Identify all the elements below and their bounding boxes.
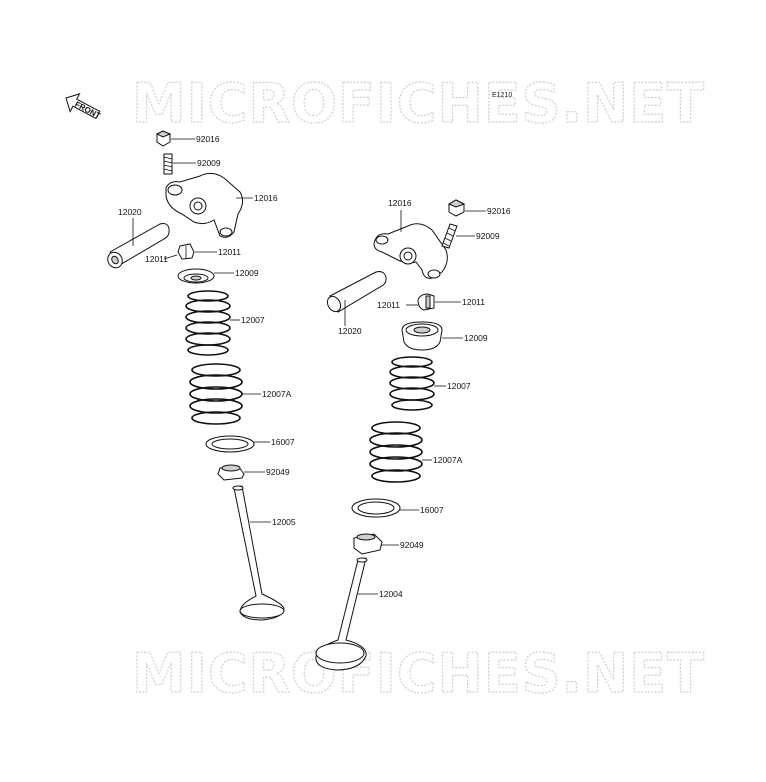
label-right-seat: 16007	[420, 505, 444, 515]
label-right-keeper-right: 12011	[462, 297, 485, 307]
front-arrow-icon: FRONT	[65, 93, 102, 121]
label-left-seal: 92049	[266, 467, 290, 477]
label-right-rocker-arm: 12016	[388, 198, 412, 208]
label-left-seat: 16007	[271, 437, 295, 447]
label-left-stud: 92009	[197, 158, 221, 168]
right-nut	[447, 199, 486, 217]
left-valve	[232, 485, 285, 621]
right-shaft	[326, 271, 387, 326]
label-right-retainer: 12009	[464, 333, 488, 343]
left-inner-spring	[185, 290, 240, 356]
left-seat	[205, 435, 270, 453]
right-valve	[315, 557, 378, 671]
left-shaft	[107, 218, 170, 269]
label-right-nut: 92016	[487, 206, 511, 216]
left-rocker-arm	[165, 172, 253, 238]
right-keepers	[406, 293, 461, 311]
watermark-bottom: MICROFICHES.NET	[132, 642, 705, 705]
left-assembly: 92016 92009 12016 12020	[107, 130, 296, 621]
label-left-adjuster-2: 12011	[218, 247, 241, 257]
label-left-inner-spring: 12007	[241, 315, 265, 325]
right-assembly: 12016 92016 92009 12020 12011	[315, 198, 511, 671]
right-rocker-arm	[373, 210, 448, 279]
label-left-nut: 92016	[196, 134, 220, 144]
label-right-inner-spring: 12007	[447, 381, 471, 391]
label-left-shaft: 12020	[118, 207, 142, 217]
label-right-stud: 92009	[476, 231, 500, 241]
label-right-outer-spring: 12007A	[433, 455, 463, 465]
label-left-valve: 12005	[272, 517, 296, 527]
right-inner-spring	[389, 356, 446, 411]
left-seal	[217, 464, 265, 481]
watermark-top: MICROFICHES.NET	[132, 72, 705, 135]
left-stud	[163, 153, 196, 175]
right-stud	[441, 223, 475, 249]
front-label: FRONT	[73, 100, 102, 121]
right-retainer	[401, 321, 463, 351]
label-left-retainer: 12009	[235, 268, 259, 278]
label-right-shaft: 12020	[338, 326, 362, 336]
label-right-keeper-left: 12011	[377, 300, 400, 310]
ref-code: E1210	[492, 92, 512, 99]
right-seat	[351, 498, 419, 518]
right-outer-spring	[369, 421, 432, 483]
label-left-rocker-arm: 12016	[254, 193, 278, 203]
left-nut	[155, 130, 195, 147]
left-adjuster	[163, 243, 217, 260]
label-left-outer-spring: 12007A	[262, 389, 292, 399]
right-seal	[353, 533, 399, 555]
left-outer-spring	[189, 363, 261, 425]
label-right-seal: 92049	[400, 540, 424, 550]
label-left-adjuster-1: 12011	[145, 254, 168, 264]
left-retainer	[177, 268, 234, 284]
label-right-valve: 12004	[379, 589, 403, 599]
